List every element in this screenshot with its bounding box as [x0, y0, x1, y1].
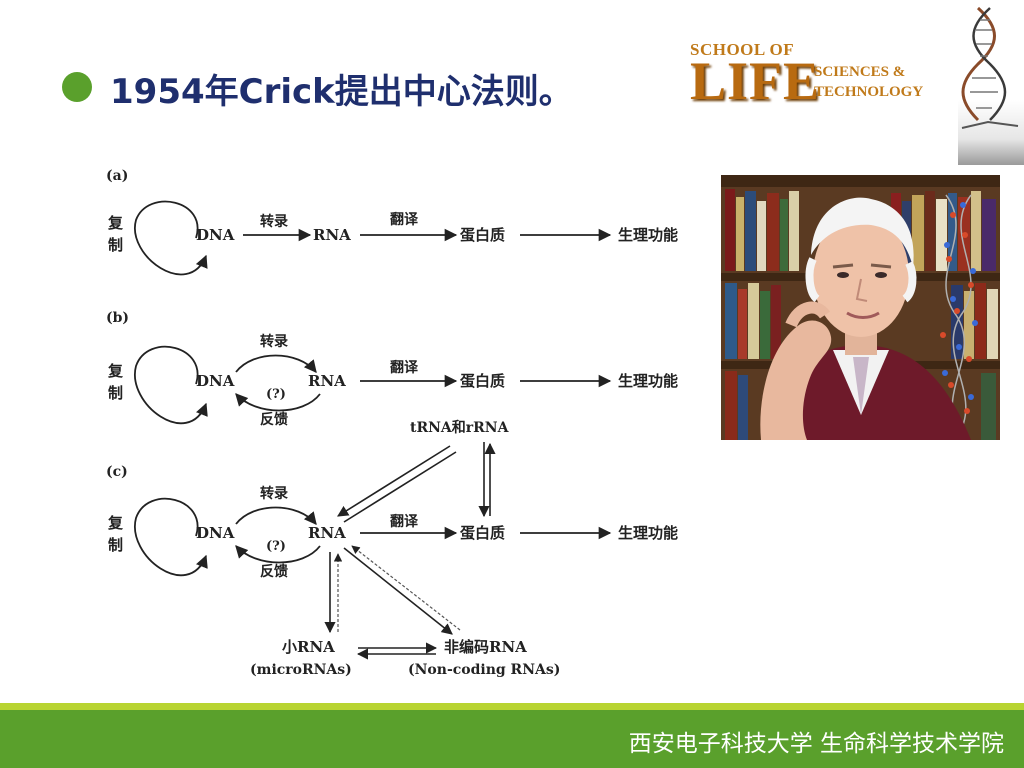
panel-b-feedback: 反馈: [260, 411, 288, 428]
panel-c-replication-loop: [134, 497, 208, 577]
panel-a-function: 生理功能: [618, 226, 678, 244]
panel-b-replicate-2: 制: [108, 384, 123, 402]
panel-b-translation: 翻译: [390, 359, 419, 376]
logo-line-2: LIFE: [690, 51, 821, 111]
footer-institution: 西安电子科技大学 生命科学技术学院: [628, 731, 1004, 757]
panel-b-rna: RNA: [308, 372, 346, 390]
panel-b-arrow-transcription: [235, 354, 317, 373]
panel-b-transcription: 转录: [260, 333, 288, 350]
panel-a-replicate-2: 制: [108, 236, 123, 254]
panel-a-transcription: 转录: [260, 213, 288, 230]
panel-c-function: 生理功能: [618, 524, 678, 542]
panel-b-protein: 蛋白质: [460, 372, 505, 390]
panel-c-arrow-feedback: [235, 545, 321, 564]
panel-c-arrow-trna-to-rna-2: [343, 451, 457, 523]
panel-c: (c) 复 制 DNA 转录 (?) 反馈 RNA 翻译 蛋白质 生理功能 tR…: [106, 420, 678, 678]
panel-c-rna: RNA: [308, 524, 346, 542]
panel-c-feedback: 反馈: [260, 563, 288, 580]
panel-b: (b) 复 制 DNA 转录 (?) 反馈 RNA 翻译 蛋白质 生理功能: [106, 310, 678, 428]
footer-bar: 西安电子科技大学 生命科学技术学院: [0, 710, 1024, 768]
logo-line-3: SCIENCES &: [814, 64, 906, 80]
central-dogma-diagram: (a) 复 制 DNA 转录 RNA 翻译 蛋白质 生理功能 (b) 复 制 D…: [106, 168, 678, 678]
panel-c-translation: 翻译: [390, 513, 419, 530]
panel-c-label: (c): [106, 464, 128, 480]
school-logo: SCHOOL OF LIFE SCIENCES & TECHNOLOGY: [690, 40, 950, 110]
panel-a-label: (a): [106, 168, 128, 184]
panel-c-noncoding-en: (Non-coding RNAs): [408, 662, 560, 678]
logo-line-4: TECHNOLOGY: [814, 84, 924, 100]
panel-b-label: (b): [106, 310, 129, 326]
bullet-icon: [62, 72, 92, 102]
panel-b-replication-loop: [134, 345, 208, 425]
panel-c-question: (?): [266, 539, 286, 554]
panel-c-protein: 蛋白质: [460, 524, 505, 542]
panel-c-arrow-rna-to-noncoding: [343, 547, 453, 635]
dna-helix-decoration: [958, 6, 1024, 165]
footer-accent-line: [0, 703, 1024, 710]
slide-title: 1954年Crick提出中心法则。: [110, 72, 573, 112]
panel-a-protein: 蛋白质: [460, 226, 505, 244]
panel-c-arrow-noncoding-to-rna: [351, 545, 461, 631]
panel-a-dna: DNA: [196, 226, 235, 244]
panel-b-function: 生理功能: [618, 372, 678, 390]
panel-c-dna: DNA: [196, 524, 235, 542]
panel-a: (a) 复 制 DNA 转录 RNA 翻译 蛋白质 生理功能: [106, 168, 678, 276]
panel-c-small-rna-en: (microRNAs): [250, 662, 352, 678]
panel-c-transcription: 转录: [260, 485, 288, 502]
panel-a-translation: 翻译: [390, 211, 419, 228]
logo-line-1: SCHOOL OF: [690, 40, 795, 59]
panel-c-small-rna: 小RNA: [282, 638, 335, 656]
panel-c-arrow-transcription: [235, 506, 317, 525]
panel-a-replicate-1: 复: [107, 214, 124, 232]
panel-a-replication-loop: [134, 200, 208, 276]
panel-b-dna: DNA: [196, 372, 235, 390]
panel-c-trna-rrna: tRNA和rRNA: [410, 420, 510, 436]
panel-a-rna: RNA: [313, 226, 351, 244]
panel-b-replicate-1: 复: [107, 362, 124, 380]
panel-c-replicate-2: 制: [108, 536, 123, 554]
portrait-photo: [721, 175, 1000, 440]
panel-c-arrow-trna-to-rna-1: [337, 445, 451, 517]
panel-c-noncoding: 非编码RNA: [444, 638, 527, 656]
panel-b-question: (?): [266, 387, 286, 402]
panel-b-arrow-feedback: [235, 393, 321, 412]
panel-c-replicate-1: 复: [107, 514, 124, 532]
